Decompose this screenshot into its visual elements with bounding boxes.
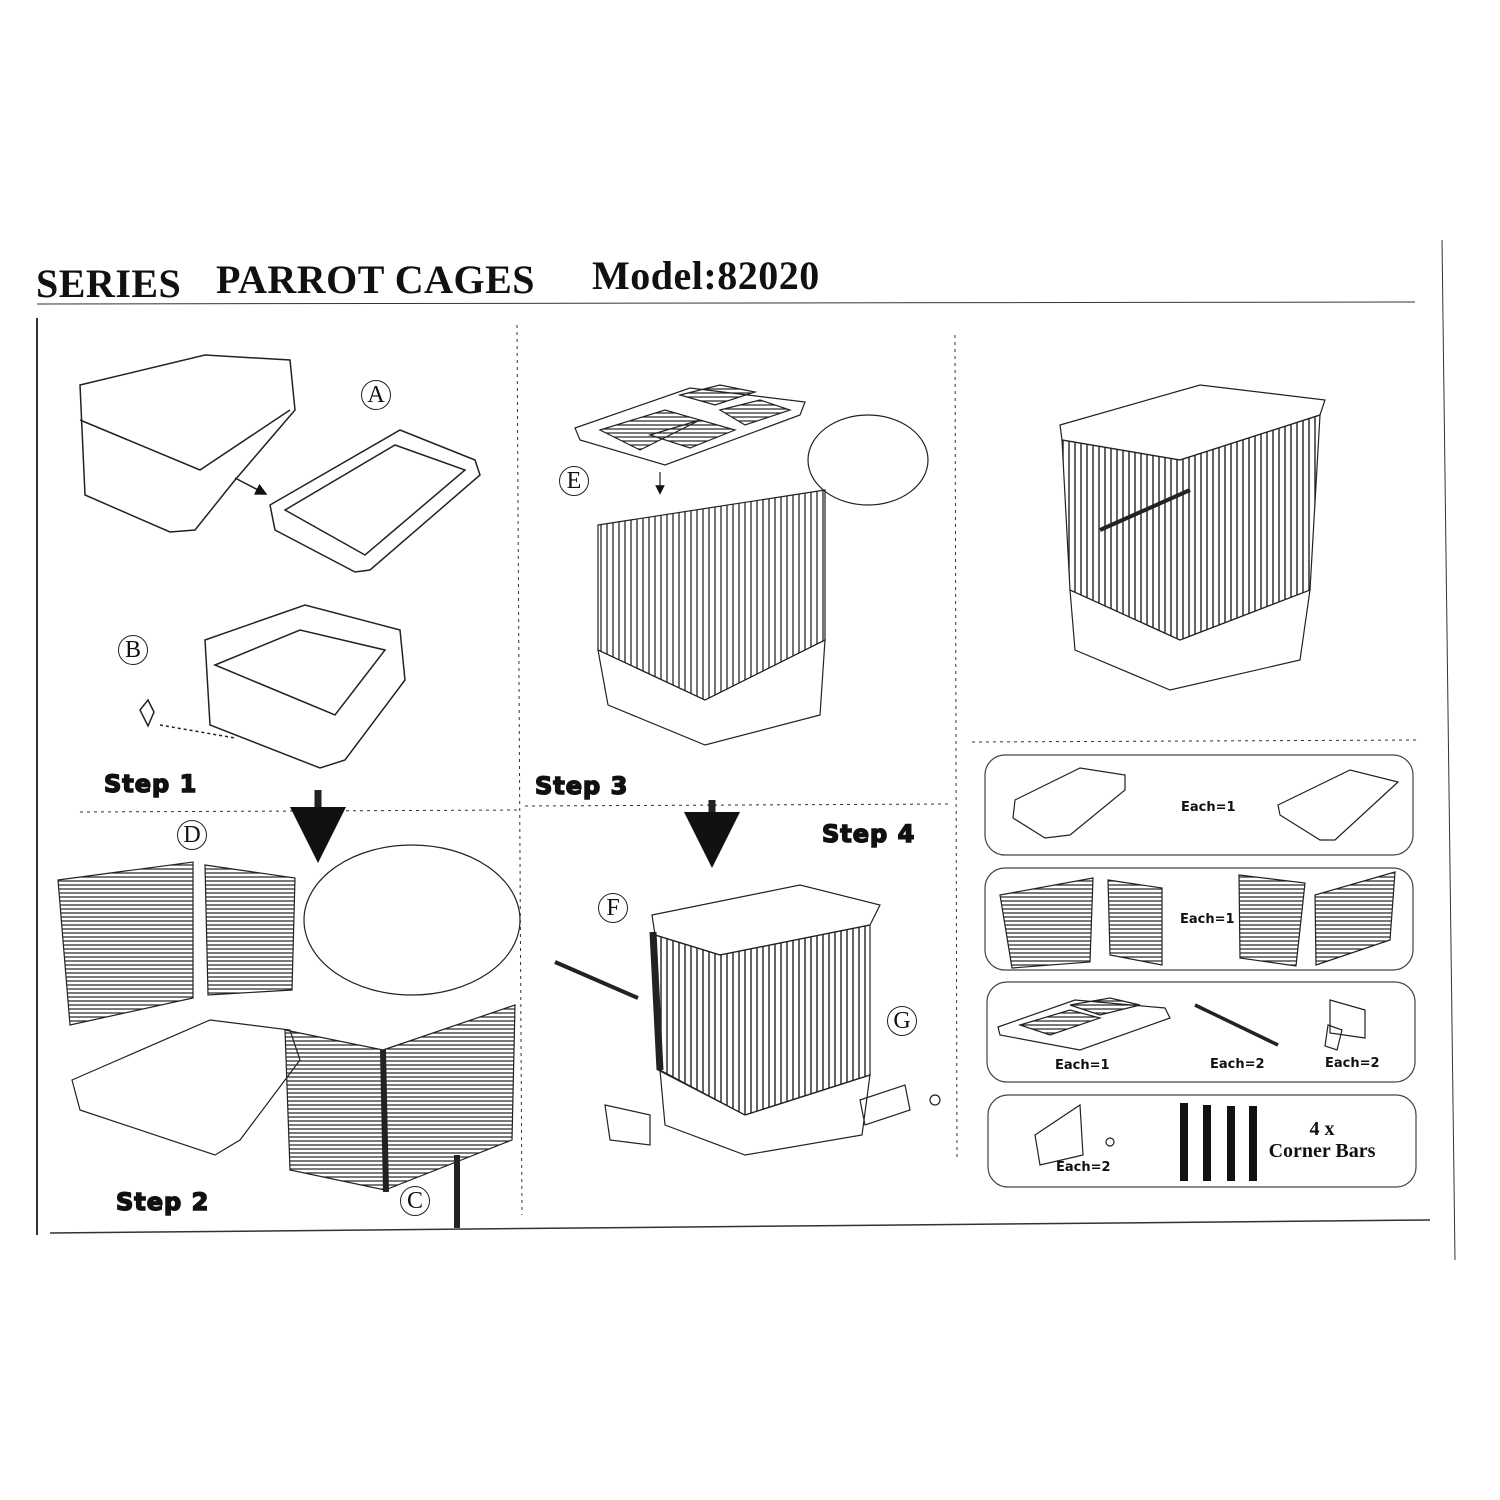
- parts-roof-qty: Each=1: [1055, 1058, 1110, 1073]
- parts-list-boxes: [984, 754, 1417, 1188]
- parts-row2-qty: Each=1: [1180, 912, 1235, 927]
- label-d: D: [177, 820, 207, 850]
- label-e: E: [559, 466, 589, 496]
- parts-cup-qty: Each=2: [1325, 1056, 1380, 1071]
- label-c: C: [400, 1186, 430, 1216]
- step-4-heading: Step 4: [821, 819, 916, 849]
- assembled-cage: [1059, 384, 1326, 691]
- label-a: A: [361, 380, 391, 410]
- parts-perch-qty: Each=2: [1210, 1057, 1265, 1072]
- base-part-b: [139, 604, 406, 769]
- label-f: F: [598, 893, 628, 923]
- step-2-heading: Step 2: [115, 1187, 210, 1217]
- base-part-a: [79, 354, 481, 573]
- title-model: Model:82020: [592, 253, 820, 298]
- corner-bars-icon: [1180, 1103, 1257, 1181]
- label-b: B: [118, 635, 148, 665]
- parts-row1-qty: Each=1: [1181, 800, 1236, 815]
- parts-door-qty: Each=2: [1056, 1160, 1111, 1175]
- step4-assembly: [554, 884, 941, 1156]
- parts-list-drawings: [997, 767, 1400, 1166]
- corner-bars-caption: 4 x Corner Bars: [1262, 1118, 1382, 1162]
- corner-bars-label: Corner Bars: [1268, 1140, 1376, 1162]
- title-series: SERIES: [36, 261, 182, 306]
- corner-bars-count: 4 x: [1309, 1118, 1335, 1140]
- title-product: PARROT CAGES: [216, 257, 536, 302]
- step-1-heading: Step 1: [103, 769, 198, 799]
- step3-assembly: [574, 384, 929, 868]
- frame: [36, 239, 1456, 1261]
- label-g: G: [887, 1006, 917, 1036]
- step-3-heading: Step 3: [534, 771, 629, 801]
- step2-panels: [57, 790, 521, 1228]
